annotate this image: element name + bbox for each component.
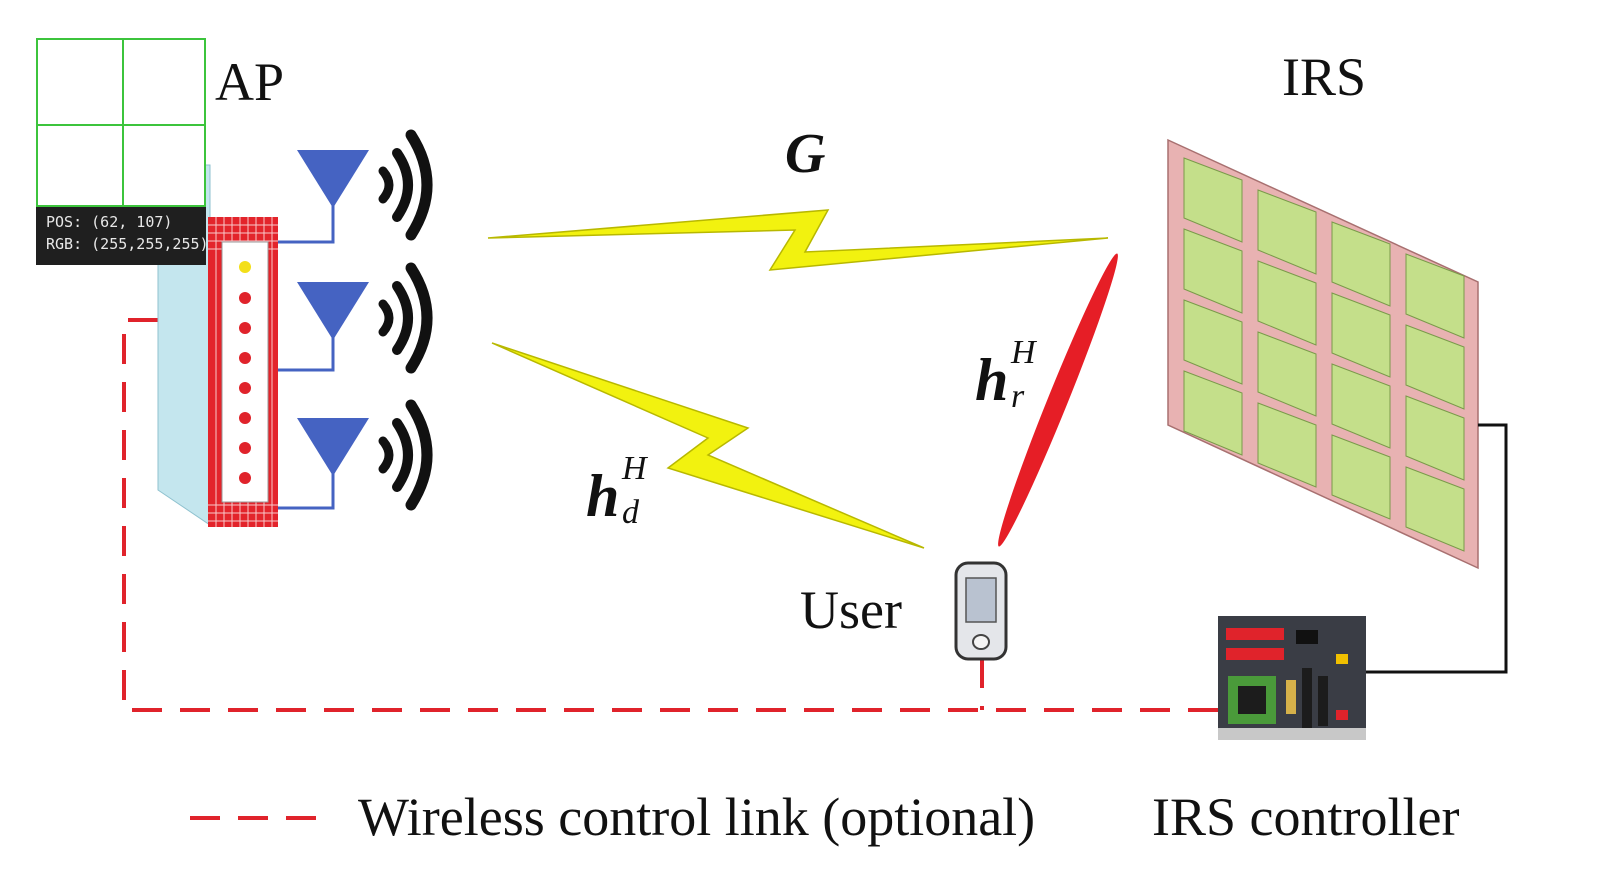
magnifier-crosshair-horizontal [38, 124, 204, 126]
hr-main: h [975, 347, 1009, 413]
irs-controller-label: IRS controller [1152, 787, 1460, 847]
channel-hd-beam [491, 342, 925, 549]
channel-hr-label: h H r [975, 336, 1055, 416]
irs-controller-board [1218, 616, 1366, 740]
channel-g-label: G [785, 123, 826, 185]
antenna-array [278, 205, 335, 510]
user-label: User [800, 580, 902, 640]
antenna-icon [297, 418, 369, 476]
tooltip-pos: POS: (62, 107) [46, 213, 173, 231]
hd-sub: d [622, 494, 639, 531]
tooltip-rgb: RGB: (255,255,255) [46, 235, 209, 253]
channel-hr-beam [998, 253, 1118, 547]
magnifier-crosshair-vertical [122, 40, 124, 205]
color-picker-tooltip: POS: (62, 107) RGB: (255,255,255) [36, 207, 209, 265]
color-picker-magnifier [36, 38, 206, 207]
hr-sup: H [1011, 334, 1036, 371]
irs-label: IRS [1282, 47, 1367, 107]
hr-sub: r [1011, 378, 1025, 415]
antenna-icon [297, 282, 369, 340]
channel-g-beam [487, 209, 1109, 271]
signal-waves-icon [378, 129, 433, 511]
hd-sup: H [622, 450, 647, 487]
channel-hd-label: h H d [586, 452, 666, 532]
irs-panel [1167, 138, 1479, 570]
user-phone-icon [954, 561, 1008, 661]
antenna-icon [297, 150, 369, 208]
wireless-control-link [122, 318, 1218, 712]
controller-wire [1366, 423, 1508, 674]
ap-label: AP [215, 52, 285, 112]
legend-label: Wireless control link (optional) [358, 787, 1036, 847]
hd-main: h [586, 463, 620, 529]
